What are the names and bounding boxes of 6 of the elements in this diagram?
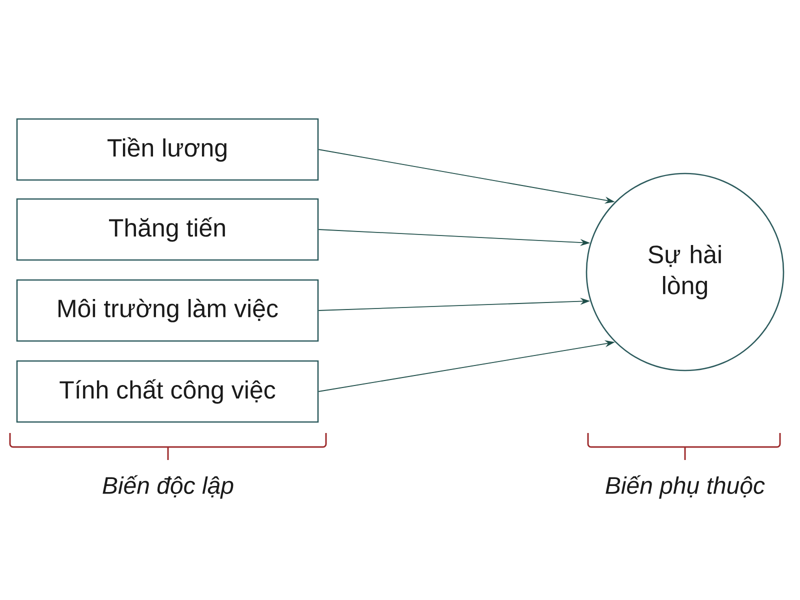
factor-box: Tính chất công việc	[16, 360, 319, 423]
factor-box: Thăng tiến	[16, 198, 319, 261]
factor-box: Môi trường làm việc	[16, 279, 319, 342]
factor-box: Tiền lương	[16, 118, 319, 181]
bracket-label: Biến phụ thuộc	[606, 475, 765, 499]
bracket-label: Biến độc lập	[102, 475, 234, 499]
